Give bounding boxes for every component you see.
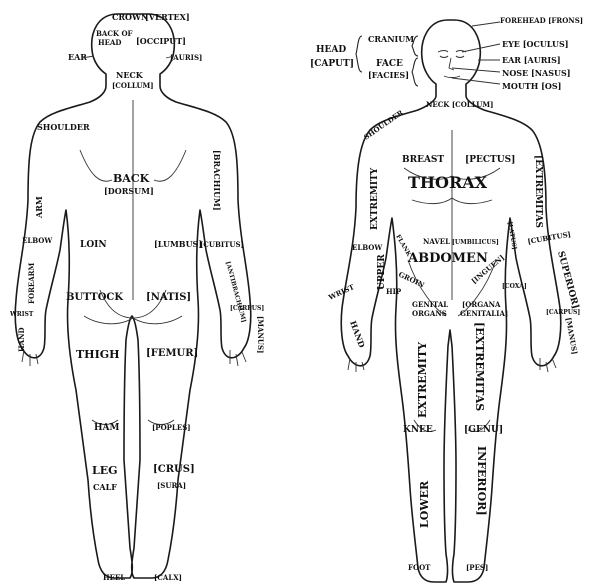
label-facies: [FACIES] <box>368 70 409 80</box>
front-labels: HEAD [CAPUT] CRANIUM FACE [FACIES] FOREH… <box>310 16 583 572</box>
label-breast: BREAST <box>402 155 444 165</box>
label-shoulder-back: SHOULDER <box>37 122 90 132</box>
label-upper: UPPER <box>377 254 387 290</box>
label-inferior: INFERIOR] <box>475 446 488 516</box>
label-extremitas-lower: [EXTREMITAS <box>473 322 486 411</box>
label-heel: HEEL <box>103 573 125 582</box>
label-neck-back: NECK <box>116 70 144 80</box>
label-genu: [GENU] <box>464 425 503 435</box>
label-occiput: [OCCIPUT] <box>136 36 186 46</box>
label-thigh: THIGH <box>76 348 120 361</box>
label-extremitas-upper: [EXTREMITAS <box>533 155 543 228</box>
label-umbilicus: [UMBILICUS] <box>452 239 499 246</box>
label-buttock: BUTTOCK <box>66 292 123 303</box>
label-leg: LEG <box>92 464 118 477</box>
label-dorsum: [DORSUM] <box>104 186 154 196</box>
label-caput: [CAPUT] <box>310 59 354 69</box>
label-ear-front: EAR [AURIS] <box>502 55 561 65</box>
label-mouth: MOUTH [OS] <box>502 81 561 91</box>
label-forearm: FOREARM <box>27 263 36 304</box>
label-crus: [CRUS] <box>153 464 195 475</box>
label-cranium: CRANIUM <box>368 34 414 44</box>
label-elbow-back: ELBOW <box>22 236 52 245</box>
label-extremity-upper: EXTREMITY <box>370 167 380 230</box>
back-figure <box>15 14 251 578</box>
label-face: FACE <box>376 59 403 69</box>
label-back-of-head-1: BACK OF <box>96 29 133 38</box>
label-arm: ARM <box>34 196 44 219</box>
label-extremity-lower: EXTREMITY <box>416 342 429 418</box>
label-lumbus: [LUMBUS] <box>154 239 202 249</box>
label-lower: LOWER <box>418 480 431 528</box>
label-poples: [POPLES] <box>152 423 191 432</box>
label-hand-front: HAND <box>348 319 367 349</box>
label-manus-back: [MANUS] <box>256 316 265 353</box>
label-wrist-back: WRIST <box>9 311 34 318</box>
label-wrist-front: WRIST <box>326 282 356 302</box>
label-hip: HIP <box>386 287 402 296</box>
label-forehead: FOREHEAD [FRONS] <box>500 16 583 25</box>
label-neck-front: NECK [COLLUM] <box>426 100 493 109</box>
label-loin: LOIN <box>80 240 107 250</box>
label-antibrachium: [ANTIBRACHIUM] <box>224 261 247 324</box>
label-back: BACK <box>113 172 150 185</box>
label-elbow-front: ELBOW <box>352 243 382 252</box>
label-natis: [NATIS] <box>146 292 191 303</box>
label-genital-1: GENITAL <box>412 300 448 309</box>
label-ear-back: EAR <box>68 52 87 62</box>
label-ham: HAM <box>94 423 119 433</box>
label-carpus-front: [CARPUS] <box>546 309 580 316</box>
label-shoulder-front: SHOULDER <box>362 108 405 142</box>
label-pes: [PES] <box>466 563 488 572</box>
label-sura: [SURA] <box>157 481 186 490</box>
label-auris-back: [AURIS] <box>170 53 202 62</box>
label-manus-front: [MANUS] <box>564 317 579 355</box>
label-brachium: [BRACHIUM] <box>212 150 222 211</box>
label-abdomen: ABDOMEN <box>407 251 488 266</box>
label-femur: [FEMUR] <box>146 348 198 359</box>
label-knee: KNEE <box>403 425 433 435</box>
label-head: HEAD <box>316 45 346 55</box>
label-calf: CALF <box>93 482 117 492</box>
label-coxa: [COXA] <box>502 283 527 290</box>
label-collum-back: [COLLUM] <box>112 81 154 90</box>
label-organa-1: [ORGANA <box>462 300 501 309</box>
label-navel: NAVEL <box>423 237 450 246</box>
label-thorax: THORAX <box>408 173 488 192</box>
label-carpus-back: [CARPUS] <box>230 305 264 312</box>
label-pectus: [PECTUS] <box>465 155 515 165</box>
label-groin: GROIN <box>397 270 426 290</box>
label-back-of-head-2: HEAD <box>98 38 121 47</box>
label-foot: FOOT <box>408 563 431 572</box>
label-crown: CROWN <box>112 12 148 22</box>
label-hand-back: HAND <box>17 327 26 352</box>
label-calx: [CALX] <box>154 573 182 582</box>
label-vertex: [VERTEX] <box>145 12 190 22</box>
label-genital-2: ORGANS <box>412 309 447 318</box>
head-brackets <box>82 22 500 86</box>
label-eye: EYE [OCULUS] <box>502 39 569 49</box>
label-nose: NOSE [NASUS] <box>502 68 571 78</box>
label-cubitus-back: [CUBITUS] <box>200 240 244 249</box>
label-organa-2: GENITALIA] <box>460 309 508 318</box>
